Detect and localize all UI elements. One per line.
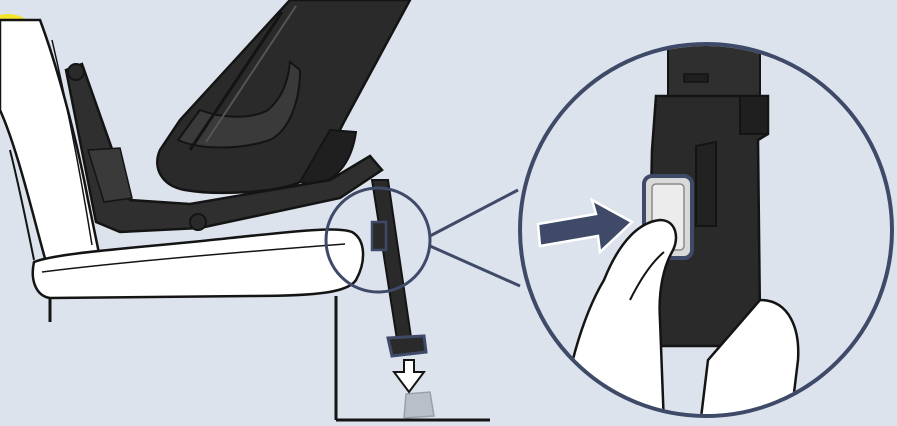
- support-leg-tube: [372, 180, 412, 346]
- magnifier-connector-bottom: [430, 246, 520, 286]
- support-leg-foot: [388, 336, 426, 356]
- base-pivot: [190, 214, 206, 230]
- leg-housing-notch: [696, 142, 716, 226]
- leg-housing-collar: [740, 96, 768, 134]
- support-leg-button[interactable]: [372, 222, 386, 250]
- magnifier-connector-top: [430, 190, 518, 236]
- support-leg-foot-ghost: [404, 392, 434, 418]
- child-car-seat: [66, 0, 410, 232]
- leg-upper-slot: [684, 74, 708, 82]
- down-arrow-icon: [394, 360, 424, 392]
- base-knob: [68, 64, 84, 80]
